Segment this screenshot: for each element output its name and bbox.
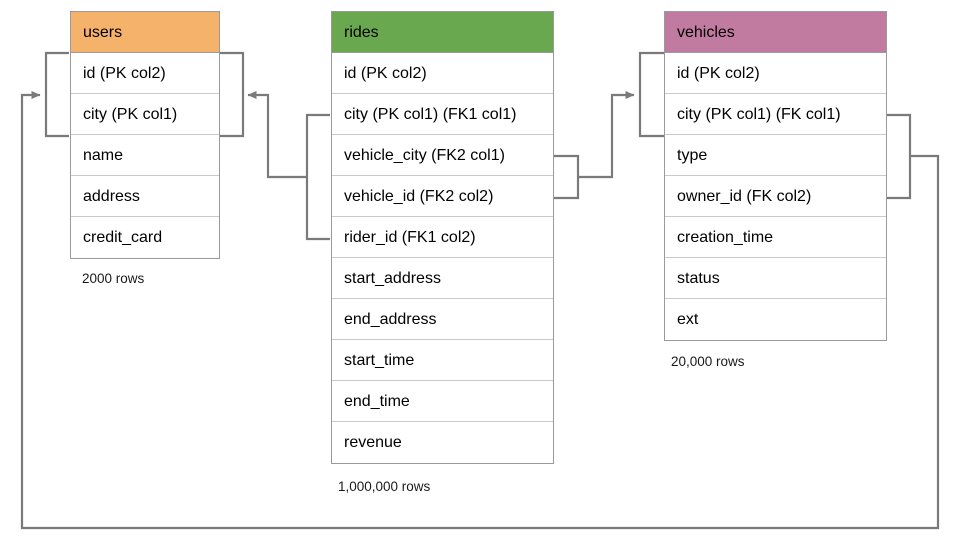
table-vehicles-column-city[interactable]: city (PK col1) (FK col1) [665,94,886,135]
table-rides[interactable]: rides id (PK col2) city (PK col1) (FK1 c… [331,11,554,464]
table-vehicles-column-id[interactable]: id (PK col2) [665,53,886,94]
table-users[interactable]: users id (PK col2) city (PK col1) name a… [70,11,220,259]
table-rides-column-id[interactable]: id (PK col2) [332,53,553,94]
table-users-column-id[interactable]: id (PK col2) [71,53,219,94]
table-rides-row-count: 1,000,000 rows [338,479,431,494]
bracket-users-right [220,51,245,138]
bracket-rides-right-fk2 [554,154,580,200]
table-rides-column-vehicle-id[interactable]: vehicle_id (FK2 col2) [332,176,553,217]
bracket-rides-left-fk1 [305,113,330,241]
table-rides-column-revenue[interactable]: revenue [332,422,553,463]
bracket-vehicles-right-fk [887,113,912,200]
table-vehicles-column-creation-time[interactable]: creation_time [665,217,886,258]
table-users-column-address[interactable]: address [71,176,219,217]
table-users-column-credit-card[interactable]: credit_card [71,217,219,258]
table-users-column-city[interactable]: city (PK col1) [71,94,219,135]
table-vehicles-column-owner-id[interactable]: owner_id (FK col2) [665,176,886,217]
table-vehicles-column-ext[interactable]: ext [665,299,886,340]
table-vehicles-column-type[interactable]: type [665,135,886,176]
link-rides-fk2-to-vehicles [578,91,635,179]
table-rides-column-rider-id[interactable]: rider_id (FK1 col2) [332,217,553,258]
table-users-column-name[interactable]: name [71,135,219,176]
table-vehicles-header: vehicles [665,12,886,53]
table-rides-header: rides [332,12,553,53]
table-vehicles-column-status[interactable]: status [665,258,886,299]
bracket-vehicles-left [638,51,664,138]
table-rides-column-vehicle-city[interactable]: vehicle_city (FK2 col1) [332,135,553,176]
link-rides-fk1-to-users [247,91,307,179]
table-rides-column-start-address[interactable]: start_address [332,258,553,299]
table-users-row-count: 2000 rows [82,271,145,286]
table-users-header: users [71,12,219,53]
table-rides-column-city[interactable]: city (PK col1) (FK1 col1) [332,94,553,135]
table-vehicles-row-count: 20,000 rows [671,354,745,369]
table-rides-column-start-time[interactable]: start_time [332,340,553,381]
table-rides-column-end-address[interactable]: end_address [332,299,553,340]
table-vehicles[interactable]: vehicles id (PK col2) city (PK col1) (FK… [664,11,887,341]
table-rides-column-end-time[interactable]: end_time [332,381,553,422]
bracket-users-left [44,51,69,138]
